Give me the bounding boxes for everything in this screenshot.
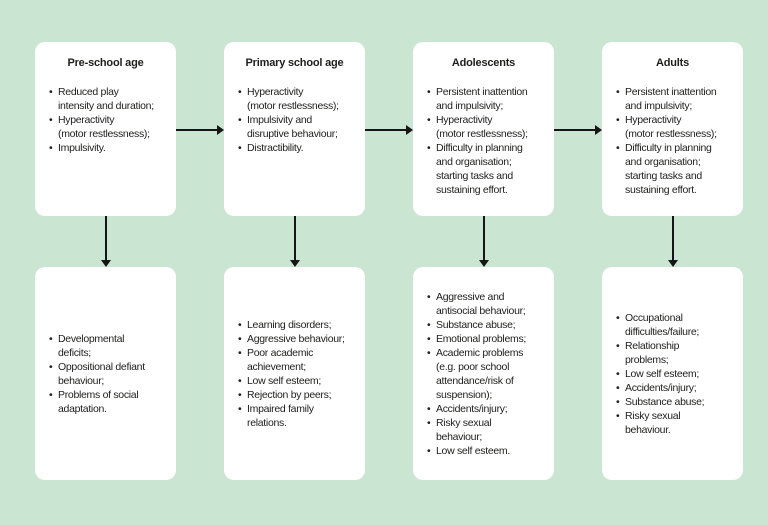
column-primary-school-age: Primary school age Hyperactivity (motor …	[224, 42, 365, 480]
bullet-item: Substance abuse;	[615, 395, 705, 409]
bullet-item: Hyperactivity (motor restlessness);	[237, 85, 360, 113]
arrow-right-icon	[365, 124, 413, 136]
connector-down-1	[35, 216, 176, 267]
arrow-head	[595, 125, 602, 135]
bullet-item: Risky sexual behaviour;	[426, 416, 526, 444]
bullet-item: Accidents/injury;	[615, 381, 704, 395]
symptom-list: Reduced play intensity and duration;Hype…	[35, 85, 176, 155]
connector-right-3	[554, 42, 602, 480]
outcome-list: Learning disorders;Aggressive behaviour;…	[224, 318, 350, 430]
arrow-shaft	[482, 216, 485, 262]
age-group-title: Adolescents	[451, 57, 516, 69]
bullet-item: Hyperactivity (motor restlessness);	[426, 113, 549, 141]
bullet-item: Aggressive behaviour;	[237, 332, 345, 346]
arrow-head	[667, 260, 678, 267]
bullet-item: Relationship problems;	[615, 339, 704, 367]
bullet-item: Emotional problems;	[426, 332, 526, 346]
arrow-head	[100, 260, 111, 267]
diagram-grid: Pre-school age Reduced play intensity an…	[35, 42, 743, 480]
arrow-shaft	[176, 129, 219, 131]
outcomes-box: Occupational difficulties/failure;Relati…	[602, 267, 743, 480]
bullet-item: Hyperactivity (motor restlessness);	[48, 113, 171, 141]
arrow-head	[406, 125, 413, 135]
bullet-item: Oppositional defiant behaviour;	[48, 360, 145, 388]
connector-down-2	[224, 216, 365, 267]
bullet-item: Impulsivity.	[48, 141, 171, 155]
symptoms-box: Adolescents Persistent inattention and i…	[413, 42, 554, 216]
arrow-shaft	[671, 216, 674, 262]
bullet-item: Difficulty in planning and organisation;…	[426, 141, 549, 197]
age-group-title: Pre-school age	[67, 57, 144, 69]
arrow-shaft	[293, 216, 296, 262]
outcome-list: Occupational difficulties/failure;Relati…	[602, 311, 709, 437]
bullet-item: Hyperactivity (motor restlessness);	[615, 113, 738, 141]
bullet-item: Aggressive and antisocial behaviour;	[426, 290, 526, 318]
bullet-item: Low self esteem.	[426, 444, 526, 458]
connector-right-2	[365, 42, 413, 480]
outcome-list: Aggressive and antisocial behaviour;Subs…	[413, 290, 531, 458]
bullet-item: Poor academic achievement;	[237, 346, 345, 374]
symptoms-box: Adults Persistent inattention and impuls…	[602, 42, 743, 216]
symptoms-box: Pre-school age Reduced play intensity an…	[35, 42, 176, 216]
arrow-head	[217, 125, 224, 135]
arrow-down-icon	[289, 216, 301, 267]
symptom-list: Persistent inattention and impulsivity;H…	[413, 85, 554, 197]
arrow-down-icon	[667, 216, 679, 267]
outcomes-box: Aggressive and antisocial behaviour;Subs…	[413, 267, 554, 480]
arrow-down-icon	[100, 216, 112, 267]
column-adults: Adults Persistent inattention and impuls…	[602, 42, 743, 480]
bullet-item: Substance abuse;	[426, 318, 526, 332]
age-group-title: Adults	[655, 57, 690, 69]
age-group-title: Primary school age	[245, 57, 344, 69]
symptoms-box: Primary school age Hyperactivity (motor …	[224, 42, 365, 216]
bullet-item: Impaired family relations.	[237, 402, 345, 430]
column-adolescents: Adolescents Persistent inattention and i…	[413, 42, 554, 480]
arrow-shaft	[365, 129, 408, 131]
arrow-right-icon	[554, 124, 602, 136]
arrow-head	[478, 260, 489, 267]
bullet-item: Distractibility.	[237, 141, 360, 155]
bullet-item: Difficulty in planning and organisation;…	[615, 141, 738, 197]
connector-down-4	[602, 216, 743, 267]
outcomes-box: Learning disorders;Aggressive behaviour;…	[224, 267, 365, 480]
outcome-list: Developmental deficits;Oppositional defi…	[35, 332, 150, 416]
arrow-right-icon	[176, 124, 224, 136]
bullet-item: Reduced play intensity and duration;	[48, 85, 171, 113]
bullet-item: Developmental deficits;	[48, 332, 145, 360]
bullet-item: Low self esteem;	[615, 367, 704, 381]
outcomes-box: Developmental deficits;Oppositional defi…	[35, 267, 176, 480]
bullet-item: Persistent inattention and impulsivity;	[615, 85, 738, 113]
bullet-item: Low self esteem;	[237, 374, 345, 388]
bullet-item: Impulsivity and disruptive behaviour;	[237, 113, 360, 141]
symptom-list: Hyperactivity (motor restlessness);Impul…	[224, 85, 365, 155]
bullet-item: Accidents/injury;	[426, 402, 526, 416]
bullet-item: Risky sexual behaviour.	[615, 409, 704, 437]
column-pre-school-age: Pre-school age Reduced play intensity an…	[35, 42, 176, 480]
bullet-item: Problems of social adaptation.	[48, 388, 145, 416]
bullet-item: Rejection by peers;	[237, 388, 345, 402]
symptom-list: Persistent inattention and impulsivity;H…	[602, 85, 743, 197]
connector-right-1	[176, 42, 224, 480]
arrow-shaft	[104, 216, 107, 262]
bullet-item: Occupational difficulties/failure;	[615, 311, 704, 339]
connector-down-3	[413, 216, 554, 267]
arrow-head	[289, 260, 300, 267]
arrow-shaft	[554, 129, 597, 131]
bullet-item: Persistent inattention and impulsivity;	[426, 85, 549, 113]
bullet-item: Academic problems (e.g. poor school atte…	[426, 346, 526, 402]
arrow-down-icon	[478, 216, 490, 267]
bullet-item: Learning disorders;	[237, 318, 345, 332]
